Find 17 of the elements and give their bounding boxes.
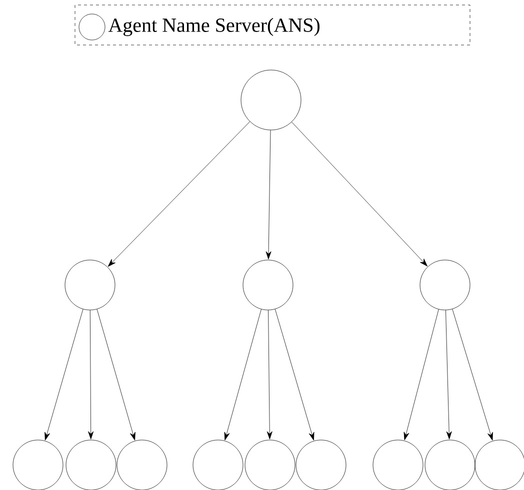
arrow — [224, 309, 262, 440]
arrow — [96, 309, 136, 440]
arrow — [404, 309, 439, 440]
legend: Agent Name Server(ANS) — [74, 4, 470, 46]
arrow — [44, 309, 84, 440]
arrow — [108, 121, 250, 267]
arrow — [446, 310, 452, 440]
arrow — [266, 130, 272, 260]
circle-node — [240, 70, 302, 130]
arrow — [292, 122, 428, 266]
arrow — [88, 310, 94, 440]
arrow — [274, 308, 314, 440]
arrow — [266, 310, 272, 440]
circle-node — [420, 260, 470, 310]
circle-node — [242, 260, 294, 310]
arrow — [452, 308, 493, 440]
circle-node — [64, 260, 116, 310]
